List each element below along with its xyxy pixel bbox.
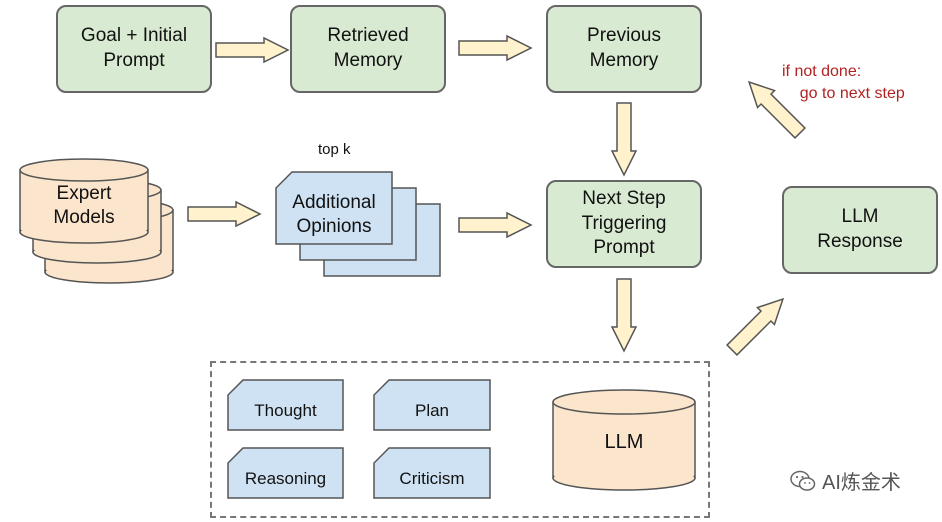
opinion-doc-front — [275, 171, 393, 245]
watermark-text: AI炼金术 — [822, 472, 901, 494]
wechat-icon — [790, 470, 816, 491]
goal-initial-prompt-box: Goal + Initial Prompt — [56, 5, 212, 93]
expert-cylinder-front — [19, 158, 149, 244]
arrow-modules-to-llm-response — [722, 289, 793, 360]
llm-response-box: LLM Response — [782, 186, 938, 274]
agent-modules-container — [210, 361, 710, 518]
thought-doc-shape — [227, 379, 344, 431]
arrow-next-step-to-modules — [611, 278, 637, 352]
retrieved-memory-box: Retrieved Memory — [290, 5, 446, 93]
arrow-expert-to-opinions — [187, 201, 261, 227]
criticism-doc-shape — [373, 447, 491, 499]
arrow-previous-to-next-step — [611, 102, 637, 176]
arrow-opinions-to-next-step — [458, 212, 532, 238]
expert-models-cylinder-stack — [19, 158, 174, 284]
top-k-label: top k — [318, 141, 351, 158]
next-step-triggering-prompt-box: Next Step Triggering Prompt — [546, 180, 702, 268]
opinions-document-stack — [275, 171, 441, 277]
if-not-done-note: if not done: go to next step — [782, 63, 905, 102]
reasoning-doc-shape — [227, 447, 344, 499]
watermark: AI炼金术 — [790, 466, 901, 495]
previous-memory-box: Previous Memory — [546, 5, 702, 93]
arrow-retrieved-to-previous — [458, 35, 532, 61]
arrow-goal-to-retrieved — [215, 37, 289, 63]
plan-doc-shape — [373, 379, 491, 431]
llm-cylinder — [552, 389, 696, 491]
